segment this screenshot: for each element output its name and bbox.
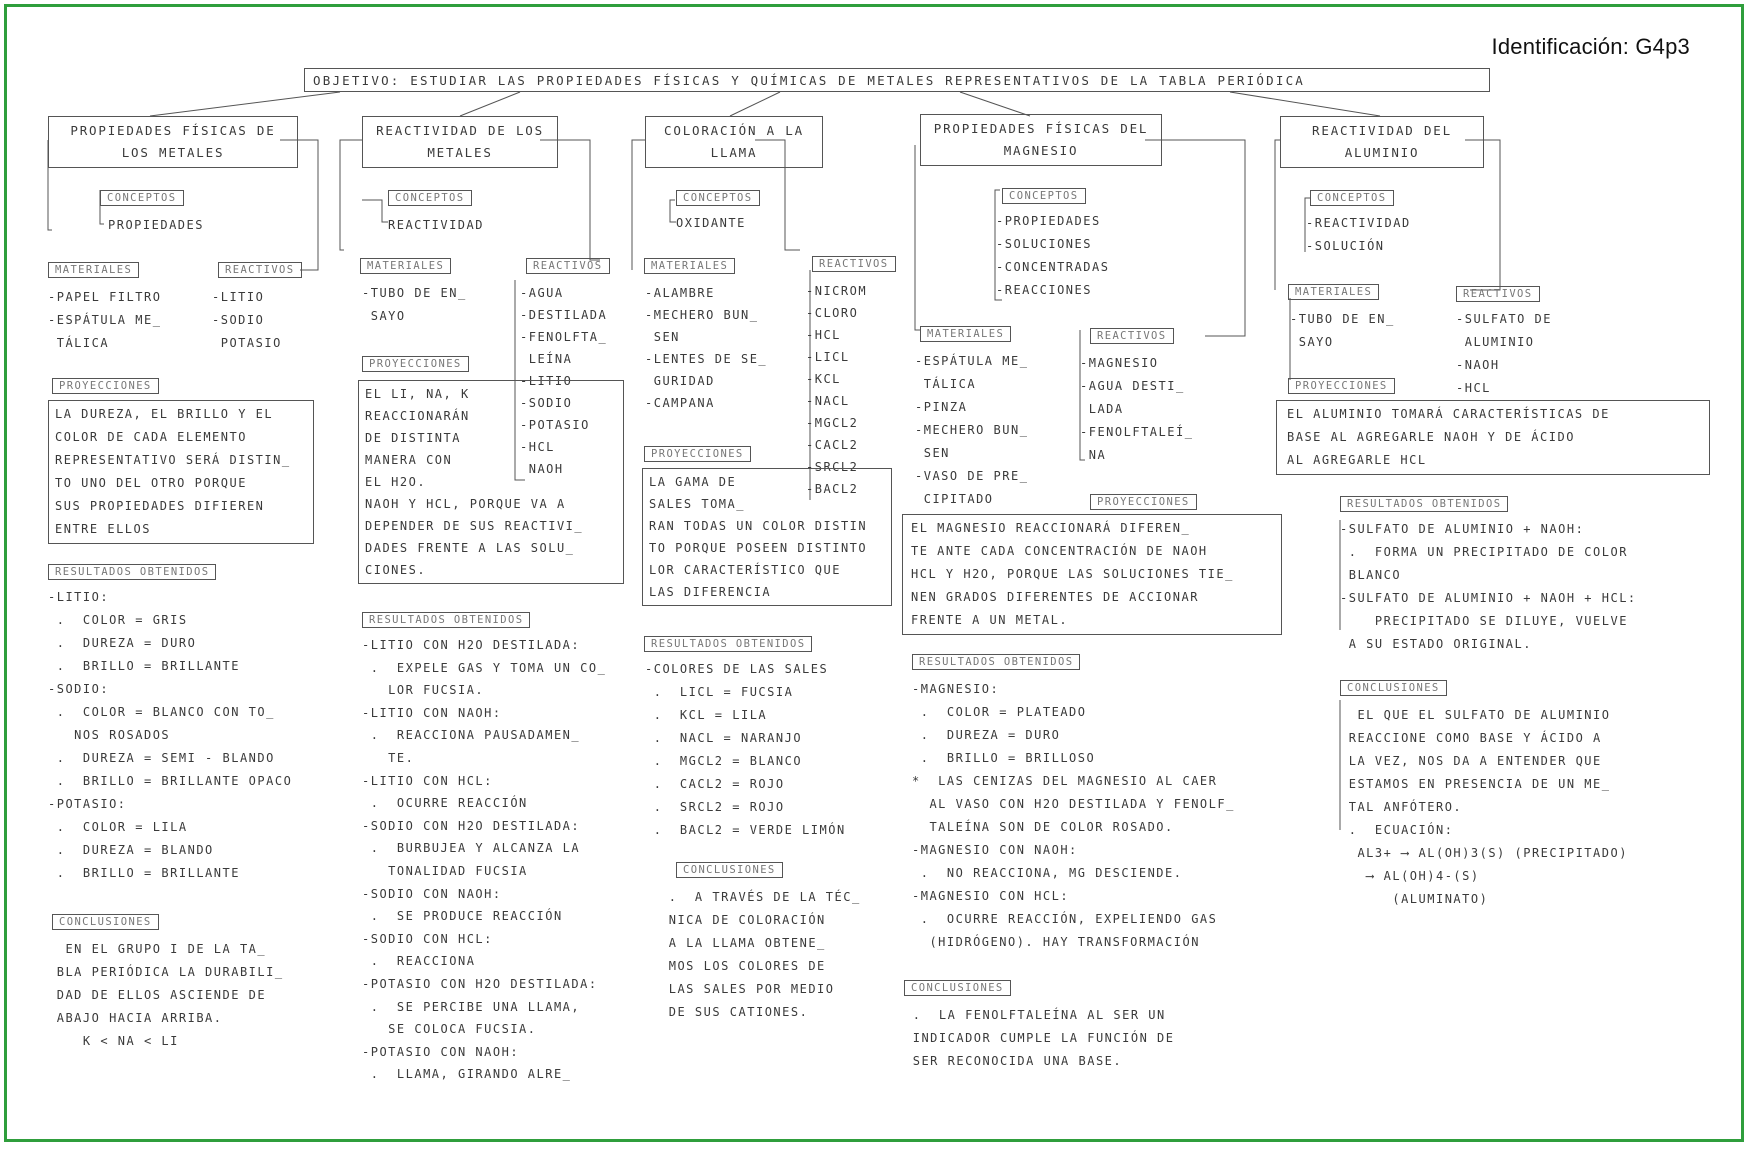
reagents-label: REACTIVOS xyxy=(1456,286,1540,302)
projections-label: PROYECCIONES xyxy=(1288,378,1395,394)
materials-label: MATERIALES xyxy=(360,258,452,274)
reagents-text: -AGUA -DESTILADA -FENOLFTA_ LEÍNA -LITIO… xyxy=(520,286,608,476)
projections-text: EL MAGNESIO REACCIONARÁ DIFEREN_ TE ANTE… xyxy=(902,514,1282,635)
results-label: RESULTADOS OBTENIDOS xyxy=(48,564,217,580)
objective-banner: OBJETIVO: ESTUDIAR LAS PROPIEDADES FÍSIC… xyxy=(304,68,1490,92)
materials-label: MATERIALES xyxy=(48,262,140,278)
conclusions-text: EL QUE EL SULFATO DE ALUMINIO REACCIONE … xyxy=(1348,708,1628,906)
page-border xyxy=(4,4,1744,1142)
identification-label: Identificación: G4p3 xyxy=(1491,34,1690,59)
projections-text: EL ALUMINIO TOMARÁ CARACTERÍSTICAS DE BA… xyxy=(1276,400,1710,475)
branch-title-metal-reactivity: REACTIVIDAD DE LOS METALES xyxy=(362,116,558,168)
conclusions-label: CONCLUSIONES xyxy=(52,914,159,930)
concepts-label: CONCEPTOS xyxy=(1002,188,1086,204)
reagents-text: -LITIO -SODIO POTASIO xyxy=(212,290,282,350)
materials-text: -PAPEL FILTRO -ESPÁTULA ME_ TÁLICA xyxy=(48,290,162,350)
branch-title-aluminum-reactivity: REACTIVIDAD DEL ALUMINIO xyxy=(1280,116,1484,168)
materials-text: -TUBO DE EN_ SAYO xyxy=(1290,312,1395,349)
conclusions-text: . LA FENOLFTALEÍNA AL SER UN INDICADOR C… xyxy=(912,1008,1175,1068)
branch-title-flame-coloring: COLORACIÓN A LA LLAMA xyxy=(645,116,823,168)
concepts-label: CONCEPTOS xyxy=(676,190,760,206)
results-label: RESULTADOS OBTENIDOS xyxy=(362,612,531,628)
materials-label: MATERIALES xyxy=(1288,284,1380,300)
results-text: -LITIO: . COLOR = GRIS . DUREZA = DURO .… xyxy=(48,590,293,880)
concepts-text: OXIDANTE xyxy=(676,216,746,230)
projections-text: EL Li, Na, K REACCIONARÁN DE DISTINTA MA… xyxy=(358,380,624,584)
conclusions-label: CONCLUSIONES xyxy=(1340,680,1447,696)
reagents-text: -SULFATO DE ALUMINIO -NaOH -HCl xyxy=(1456,312,1552,395)
conclusions-text: . A TRAVÉS DE LA TÉC_ NICA DE COLORACIÓN… xyxy=(668,890,861,1019)
materials-label: MATERIALES xyxy=(644,258,736,274)
reagents-label: REACTIVOS xyxy=(526,258,610,274)
projections-text: LA DUREZA, EL BRILLO Y EL COLOR DE CADA … xyxy=(48,400,314,544)
projections-label: PROYECCIONES xyxy=(52,378,159,394)
projections-label: PROYECCIONES xyxy=(644,446,751,462)
reagents-text: -MAGNESIO -AGUA DESTI_ LADA -FENOLFTALEÍ… xyxy=(1080,356,1194,462)
results-text: -MAGNESIO: . COLOR = PLATEADO . DUREZA =… xyxy=(912,682,1235,949)
results-text: -LITIO CON H2O DESTILADA: . EXPELE GAS Y… xyxy=(362,638,607,1082)
results-text: -SULFATO DE ALUMINIO + NaOH: . FORMA UN … xyxy=(1340,522,1637,651)
concepts-label: CONCEPTOS xyxy=(100,190,184,206)
projections-label: PROYECCIONES xyxy=(362,356,469,372)
projections-text: LA GAMA DE SALES TOMA_ RAN TODAS UN COLO… xyxy=(642,468,892,606)
concepts-text: -REACTIVIDAD -SOLUCIÓN xyxy=(1306,216,1411,253)
materials-text: -ALAMBRE -MECHERO BUN_ SEN -LENTES DE SE… xyxy=(645,286,768,410)
materials-label: MATERIALES xyxy=(920,326,1012,342)
concepts-label: CONCEPTOS xyxy=(1310,190,1394,206)
results-label: RESULTADOS OBTENIDOS xyxy=(1340,496,1509,512)
conclusions-label: CONCLUSIONES xyxy=(904,980,1011,996)
reagents-label: REACTIVOS xyxy=(1090,328,1174,344)
conclusions-label: CONCLUSIONES xyxy=(676,862,783,878)
reagents-text: -NICROM -CLORO -HCl -LiCl -KCl -NaCl -Mg… xyxy=(806,284,868,496)
branch-title-physical-properties: PROPIEDADES FÍSICAS DE LOS METALES xyxy=(48,116,298,168)
results-text: -COLORES DE LAS SALES . LiCl = FUCSIA . … xyxy=(645,662,846,837)
concepts-text: PROPIEDADES xyxy=(108,218,204,232)
projections-label: PROYECCIONES xyxy=(1090,494,1197,510)
results-label: RESULTADOS OBTENIDOS xyxy=(912,654,1081,670)
reagents-label: REACTIVOS xyxy=(218,262,302,278)
materials-text: -ESPÁTULA ME_ TÁLICA -PINZA -MECHERO BUN… xyxy=(915,354,1029,506)
concepts-label: CONCEPTOS xyxy=(388,190,472,206)
conclusions-text: EN EL GRUPO I DE LA TA_ BLA PERIÓDICA LA… xyxy=(56,942,284,1048)
concepts-text: -PROPIEDADES -SOLUCIONES -CONCENTRADAS -… xyxy=(996,214,1110,297)
reagents-label: REACTIVOS xyxy=(812,256,896,272)
materials-text: -TUBO DE EN_ SAYO xyxy=(362,286,467,323)
concepts-text: REACTIVIDAD xyxy=(388,218,484,232)
results-label: RESULTADOS OBTENIDOS xyxy=(644,636,813,652)
branch-title-magnesium-properties: PROPIEDADES FÍSICAS DEL MAGNESIO xyxy=(920,114,1162,166)
